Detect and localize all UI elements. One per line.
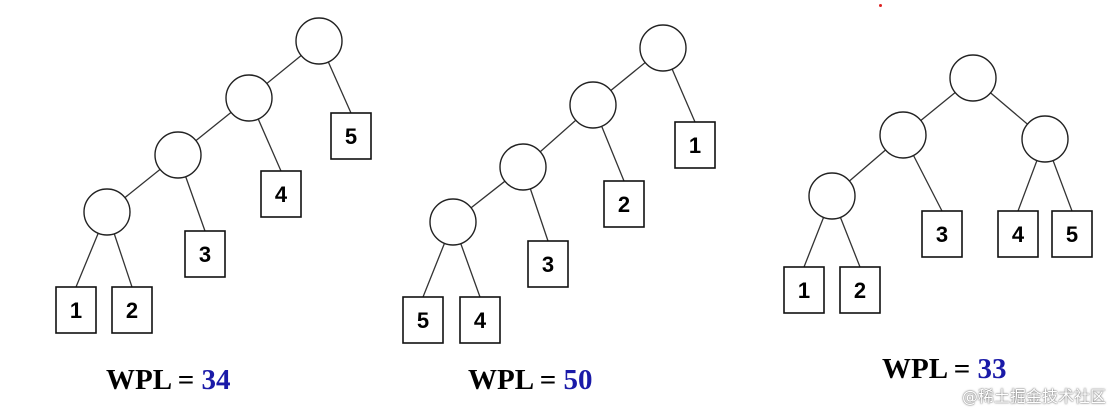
leaf-node (1051, 210, 1093, 258)
leaf-node (260, 170, 302, 218)
wpl-label: WPL (882, 353, 947, 385)
leaf-node (402, 296, 444, 344)
leaf-weight: 4 (275, 182, 288, 207)
leaf-weight: 5 (1066, 222, 1078, 247)
internal-node (295, 17, 343, 65)
leaf-weight: 3 (199, 242, 211, 267)
leaf-node (603, 180, 645, 228)
leaf-node (839, 266, 881, 314)
wpl-value: 33 (977, 353, 1007, 385)
internal-node (83, 188, 131, 236)
wpl-caption-2: WPL = 50 (468, 364, 593, 397)
internal-node (154, 131, 202, 179)
watermark: @稀土掘金技术社区 (961, 387, 1106, 406)
leaf-node (783, 266, 825, 314)
leaf-weight: 4 (474, 308, 487, 333)
wpl-label: WPL (106, 364, 171, 396)
wpl-value: 34 (201, 364, 231, 396)
leaf-weight: 4 (1012, 222, 1025, 247)
internal-node (499, 143, 547, 191)
leaf-node (674, 121, 716, 169)
leaf-node (111, 286, 153, 334)
leaf-node (527, 240, 569, 288)
internal-node (639, 24, 687, 72)
leaf-weight: 5 (345, 124, 357, 149)
internal-node (879, 111, 927, 159)
wpl-label: WPL (468, 364, 533, 396)
leaf-node (921, 210, 963, 258)
equals-sign: = (177, 364, 195, 396)
equals-sign: = (539, 364, 557, 396)
equals-sign: = (953, 353, 971, 385)
wpl-caption-3: WPL = 33 (882, 353, 1007, 386)
leaf-weight: 1 (70, 298, 82, 323)
leaf-node (997, 210, 1039, 258)
internal-node (429, 198, 477, 246)
internal-node (949, 54, 997, 102)
leaf-node (55, 286, 97, 334)
tree-wpl-50: 5 4 3 2 1 (402, 24, 716, 344)
leaf-node (459, 296, 501, 344)
leaf-weight: 2 (854, 278, 866, 303)
leaf-weight: 3 (936, 222, 948, 247)
leaf-weight: 2 (126, 298, 138, 323)
internal-node (1021, 115, 1069, 163)
internal-node (225, 74, 273, 122)
internal-node (808, 172, 856, 220)
leaf-weight: 3 (542, 252, 554, 277)
leaf-weight: 1 (689, 133, 701, 158)
wpl-value: 50 (563, 364, 593, 396)
internal-node (569, 81, 617, 129)
tree-wpl-33: 1 2 3 4 5 (783, 54, 1093, 314)
tree-wpl-34: 1 2 3 4 5 (55, 17, 372, 334)
red-dot (879, 4, 882, 7)
wpl-caption-1: WPL = 34 (106, 364, 231, 397)
leaf-weight: 5 (417, 308, 429, 333)
leaf-node (330, 112, 372, 160)
leaf-weight: 2 (618, 192, 630, 217)
leaf-node (184, 230, 226, 278)
leaf-weight: 1 (798, 278, 810, 303)
